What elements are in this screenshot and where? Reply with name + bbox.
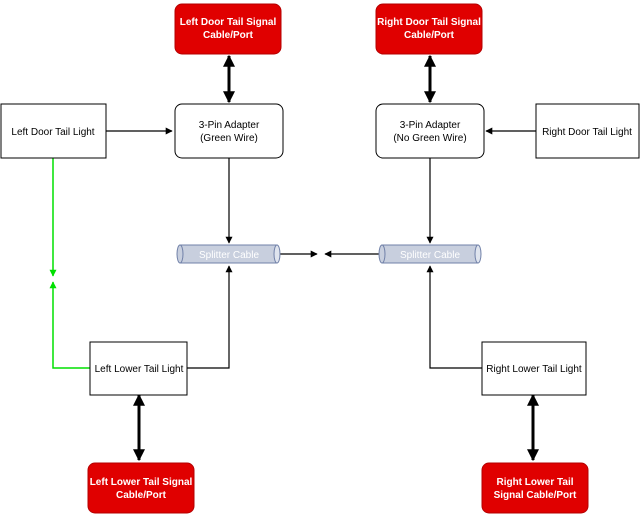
left-door-port-line1: Left Door Tail Signal bbox=[180, 17, 277, 28]
right-door-port-line1: Right Door Tail Signal bbox=[377, 17, 481, 28]
left-door-port-box: Left Door Tail Signal Cable/Port bbox=[174, 3, 282, 55]
left-splitter-cable: Splitter Cable bbox=[176, 244, 281, 264]
left-lower-port-line2: Cable/Port bbox=[116, 490, 167, 501]
left-adapter-box: 3-Pin Adapter (Green Wire) bbox=[174, 103, 284, 159]
right-lower-port-line2: Signal Cable/Port bbox=[494, 490, 577, 501]
connector-right-lower-light-splitter bbox=[426, 265, 482, 369]
right-door-port-box: Right Door Tail Signal Cable/Port bbox=[375, 3, 483, 55]
right-door-port-line2: Cable/Port bbox=[404, 30, 455, 41]
right-lower-port-box: Right Lower Tail Signal Cable/Port bbox=[481, 462, 589, 514]
right-lower-light-box: Right Lower Tail Light bbox=[481, 341, 587, 396]
left-lower-port-line1: Left Lower Tail Signal bbox=[90, 477, 193, 488]
left-door-light-box: Left Door Tail Light bbox=[0, 103, 107, 159]
right-door-light-label: Right Door Tail Light bbox=[542, 127, 632, 138]
green-wire-lower bbox=[49, 281, 90, 369]
left-lower-port-box: Left Lower Tail Signal Cable/Port bbox=[87, 462, 195, 514]
left-door-light-label: Left Door Tail Light bbox=[11, 127, 94, 138]
right-adapter-box: 3-Pin Adapter (No Green Wire) bbox=[375, 103, 485, 159]
left-lower-light-label: Left Lower Tail Light bbox=[95, 364, 184, 375]
right-adapter-line2: (No Green Wire) bbox=[393, 133, 466, 144]
left-door-port-line2: Cable/Port bbox=[203, 30, 254, 41]
connector-left-lower-light-splitter bbox=[187, 265, 233, 369]
left-adapter-line2: (Green Wire) bbox=[200, 133, 258, 144]
left-adapter-line1: 3-Pin Adapter bbox=[199, 120, 260, 131]
right-lower-light-label: Right Lower Tail Light bbox=[486, 364, 582, 375]
left-lower-light-box: Left Lower Tail Light bbox=[89, 341, 188, 396]
right-lower-port-line1: Right Lower Tail bbox=[496, 477, 573, 488]
right-door-light-box: Right Door Tail Light bbox=[535, 103, 640, 159]
left-splitter-label: Splitter Cable bbox=[199, 250, 259, 261]
right-splitter-cable: Splitter Cable bbox=[378, 244, 482, 264]
right-adapter-line1: 3-Pin Adapter bbox=[400, 120, 461, 131]
right-splitter-label: Splitter Cable bbox=[400, 250, 460, 261]
